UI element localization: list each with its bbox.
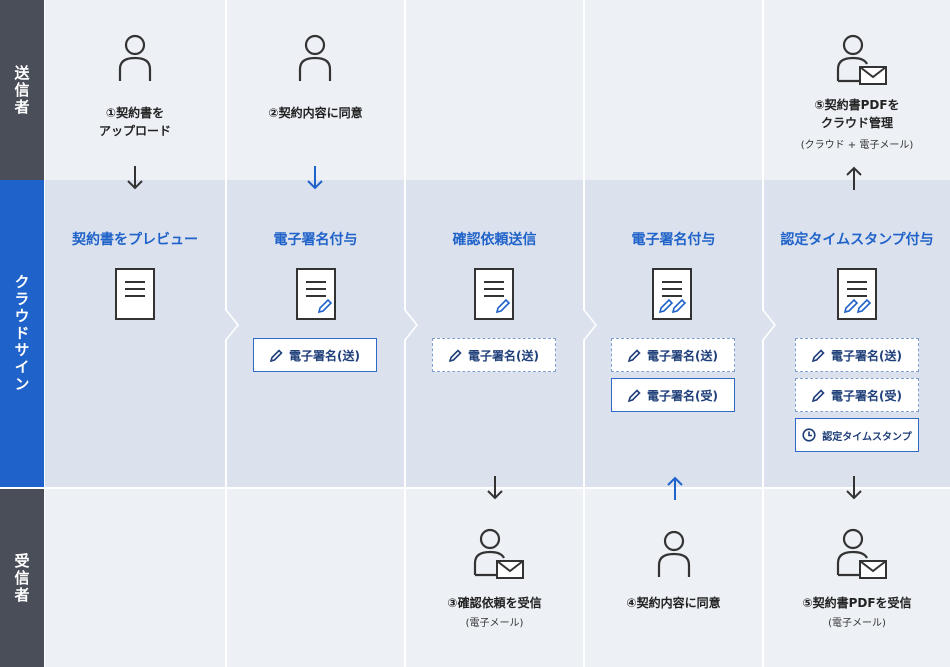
stage-title: 電子署名付与 xyxy=(631,232,716,248)
receiver-cell-2 xyxy=(227,489,404,667)
receiver-cell-1 xyxy=(45,489,225,667)
signature-badge-sender: 電子署名(送) xyxy=(611,338,735,372)
arrow-up-icon xyxy=(667,476,683,500)
document-double-signed-icon xyxy=(652,268,692,320)
receiver-cell-4 xyxy=(585,489,762,667)
person-icon xyxy=(298,34,332,81)
pencil-icon xyxy=(812,388,825,402)
receiver-action-5: ⑤契約書PDFを受信 xyxy=(802,596,912,610)
sender-cell-2 xyxy=(227,0,404,180)
receiver-action-3: ③確認依頼を受信 xyxy=(447,596,542,610)
role-receiver-label: 受信者 xyxy=(0,489,44,667)
role-sender-label: 送信者 xyxy=(0,0,44,180)
pencil-icon xyxy=(628,348,641,362)
stage-title: 電子署名付与 xyxy=(273,232,358,248)
sender-action-5-sub: (クラウド + 電子メール) xyxy=(800,140,914,151)
sender-cell-1 xyxy=(45,0,225,180)
arrow-down-icon xyxy=(846,476,862,500)
stage-title: 契約書をプレビュー xyxy=(72,232,198,248)
sender-action-5: ⑤契約書PDFを クラウド管理 xyxy=(814,98,900,130)
timestamp-badge: 認定タイムスタンプ xyxy=(795,418,919,452)
signature-badge-sender: 電子署名(送) xyxy=(432,338,556,372)
receiver-cell-5 xyxy=(764,489,950,667)
document-icon xyxy=(115,268,155,320)
receiver-action-3-sub: (電子メール) xyxy=(465,618,524,629)
sender-action-2: ②契約内容に同意 xyxy=(268,106,363,120)
arrow-down-icon xyxy=(487,476,503,500)
arrow-down-icon xyxy=(127,166,143,190)
stage-title: 認定タイムスタンプ付与 xyxy=(780,232,934,248)
signature-badge-sender: 電子署名(送) xyxy=(795,338,919,372)
person-mail-icon xyxy=(473,528,524,579)
clock-icon xyxy=(802,428,816,442)
arrow-down-icon xyxy=(307,166,323,190)
person-mail-icon xyxy=(836,528,887,579)
signature-badge-receiver: 電子署名(受) xyxy=(795,378,919,412)
sender-cell-4 xyxy=(585,0,762,180)
sender-action-1: ①契約書を アップロード xyxy=(98,106,171,138)
pencil-icon xyxy=(812,348,825,362)
person-mail-icon xyxy=(836,34,887,85)
person-icon xyxy=(118,34,152,81)
pencil-icon xyxy=(628,388,641,402)
receiver-cell-3 xyxy=(406,489,583,667)
person-icon xyxy=(657,530,691,577)
sender-cell-5 xyxy=(764,0,950,180)
signature-badge-sender: 電子署名(送) xyxy=(253,338,377,372)
signature-badge-receiver: 電子署名(受) xyxy=(611,378,735,412)
document-signed-icon xyxy=(474,268,514,320)
role-cloud-label: クラウドサイン xyxy=(0,180,44,487)
document-signed-icon xyxy=(296,268,336,320)
pencil-icon xyxy=(449,348,462,362)
sender-cell-3 xyxy=(406,0,583,180)
receiver-action-5-sub: (電子メール) xyxy=(828,618,886,629)
arrow-up-icon xyxy=(846,166,862,190)
document-double-signed-icon xyxy=(837,268,877,320)
pencil-icon xyxy=(270,348,283,362)
receiver-action-4: ④契約内容に同意 xyxy=(626,596,721,610)
stage-title: 確認依頼送信 xyxy=(452,232,537,248)
